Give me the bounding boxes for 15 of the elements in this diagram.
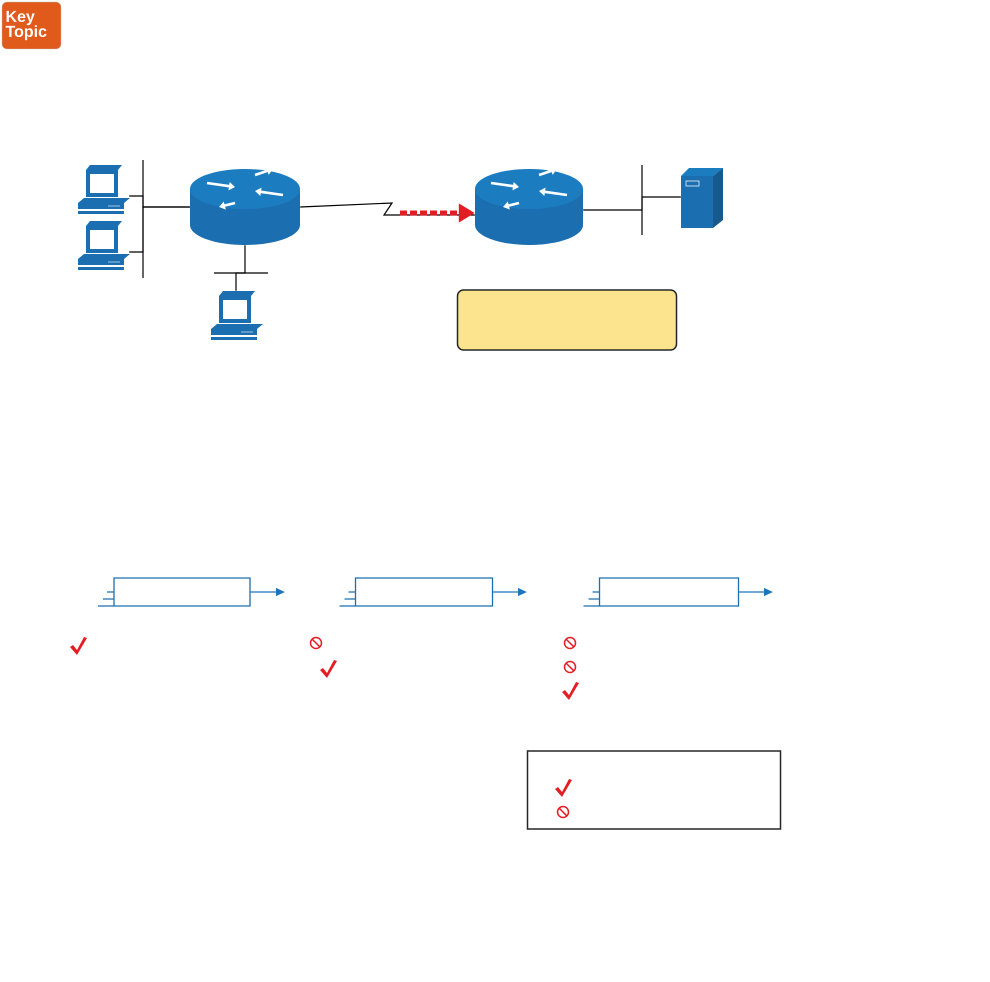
computer-icon [78, 221, 130, 270]
lan-link [129, 206, 190, 253]
topic-badge: Key Topic [2, 2, 62, 50]
router-icon [475, 166, 583, 245]
note-box [456, 289, 678, 351]
server-icon [681, 168, 723, 228]
lan-link [583, 196, 681, 211]
legend-box [526, 750, 782, 830]
packet-box [338, 577, 494, 607]
router-icon [190, 166, 300, 245]
computer-icon [78, 165, 130, 214]
lan-link [235, 245, 246, 291]
computer-icon [211, 291, 263, 340]
packet-box [97, 577, 251, 607]
packet-box [582, 577, 740, 607]
